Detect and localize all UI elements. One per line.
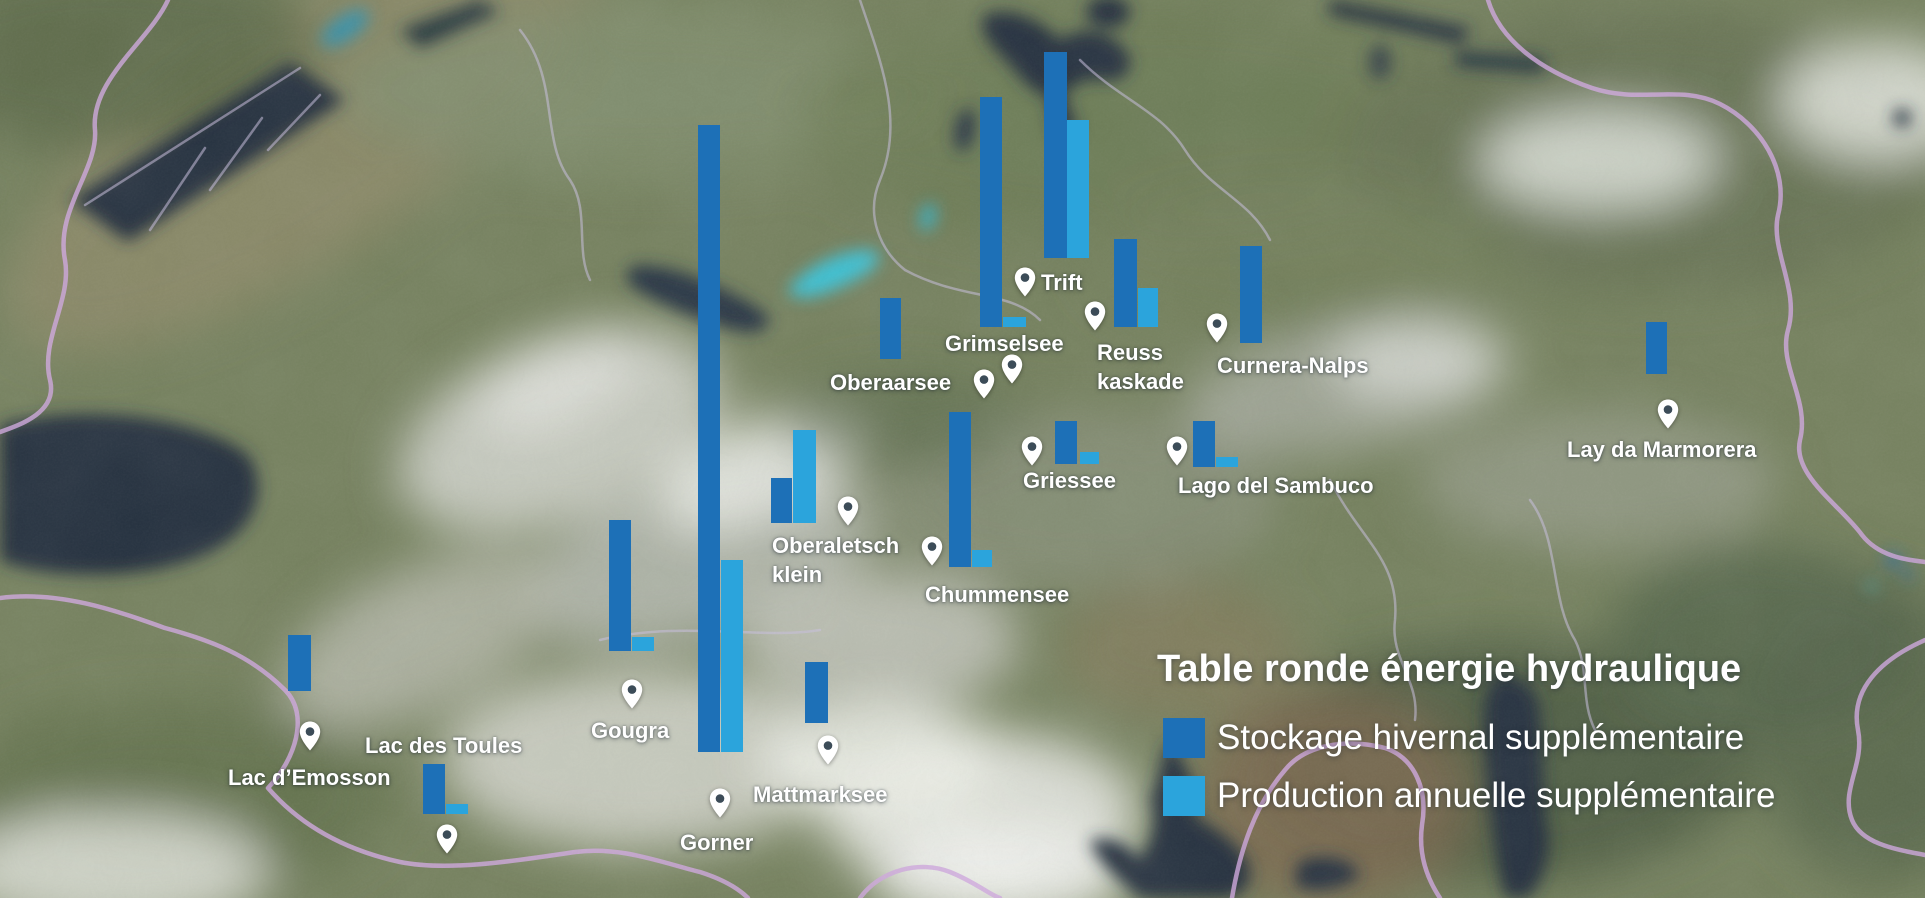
legend-label-production: Production annuelle supplémentaire: [1217, 776, 1776, 815]
site-label-grimselsee: Grimselsee: [945, 331, 1064, 356]
legend-row-production: Production annuelle supplémentaire: [1163, 776, 1775, 816]
bar-storage-griessee: [1055, 421, 1077, 464]
site-label-griessee: Griessee: [1023, 468, 1116, 493]
site-label-mattmarksee: Mattmarksee: [753, 782, 888, 807]
bar-production-lac-des-toules: [446, 804, 468, 814]
map-pin-icon-lac-d-emosson: [299, 721, 321, 751]
legend-title: Table ronde énergie hydraulique: [1157, 648, 1742, 690]
legend-row-storage: Stockage hivernal supplémentaire: [1163, 718, 1744, 758]
map-pin-icon-gougra: [621, 679, 643, 709]
bar-storage-lay-da-marmorera: [1646, 322, 1667, 374]
map-pin-icon-reuss-kaskade: [1084, 301, 1106, 331]
map-pin-icon-curnera-nalps: [1206, 313, 1228, 343]
map-pin-icon-gorner: [709, 788, 731, 818]
legend-label-storage: Stockage hivernal supplémentaire: [1217, 718, 1745, 757]
bar-storage-gougra: [609, 520, 631, 651]
site-label-lago-del-sambuco: Lago del Sambuco: [1178, 473, 1374, 498]
bar-production-chummensee: [972, 550, 992, 567]
bar-storage-lago-del-sambuco: [1193, 421, 1215, 467]
bar-storage-gorner: [698, 125, 720, 752]
site-label-trift: Trift: [1041, 270, 1083, 295]
map-pin-icon-grimselsee: [1001, 354, 1023, 384]
map-pin-icon-oberaletsch-klein: [837, 496, 859, 526]
bar-production-gougra: [632, 637, 654, 651]
bar-storage-mattmarksee: [805, 662, 828, 723]
bar-production-grimselsee: [1003, 317, 1026, 327]
bar-storage-grimselsee: [980, 97, 1002, 327]
map-pin-icon-griessee: [1021, 436, 1043, 466]
legend-swatch-storage-icon: [1163, 718, 1205, 758]
bar-storage-curnera-nalps: [1240, 246, 1262, 343]
bar-production-oberaletsch-klein: [793, 430, 816, 523]
bar-storage-chummensee: [949, 412, 971, 567]
bar-production-reuss-kaskade: [1138, 288, 1158, 327]
bar-production-lago-del-sambuco: [1216, 457, 1238, 467]
bar-production-gorner: [721, 560, 743, 752]
map-pin-icon-lago-del-sambuco: [1166, 436, 1188, 466]
map-pin-icon-lay-da-marmorera: [1657, 399, 1679, 429]
site-label-lac-des-toules: Lac des Toules: [365, 733, 523, 758]
bar-production-trift: [1067, 120, 1089, 258]
site-label-curnera-nalps: Curnera-Nalps: [1217, 353, 1369, 378]
map-pin-icon-chummensee: [921, 536, 943, 566]
site-label-chummensee: Chummensee: [925, 582, 1070, 607]
site-label-oberaarsee: Oberaarsee: [830, 370, 952, 395]
bar-production-griessee: [1080, 452, 1099, 464]
bar-storage-trift: [1044, 52, 1067, 258]
legend-swatch-production-icon: [1163, 776, 1205, 816]
site-label-lac-d-emosson: Lac d’Emosson: [228, 765, 391, 790]
map-pin-icon-trift: [1014, 267, 1036, 297]
bar-storage-oberaarsee: [880, 298, 901, 359]
map-pin-icon-lac-des-toules: [436, 824, 458, 854]
bar-storage-lac-d-emosson: [288, 635, 311, 691]
site-label-gougra: Gougra: [591, 718, 670, 743]
site-label-lay-da-marmorera: Lay da Marmorera: [1567, 437, 1757, 462]
map-pin-icon-mattmarksee: [817, 735, 839, 765]
site-label-gorner: Gorner: [680, 830, 754, 855]
bar-storage-oberaletsch-klein: [771, 478, 792, 523]
map-pin-icon-oberaarsee: [973, 369, 995, 399]
bar-storage-lac-des-toules: [423, 764, 445, 814]
bar-storage-reuss-kaskade: [1114, 239, 1137, 327]
